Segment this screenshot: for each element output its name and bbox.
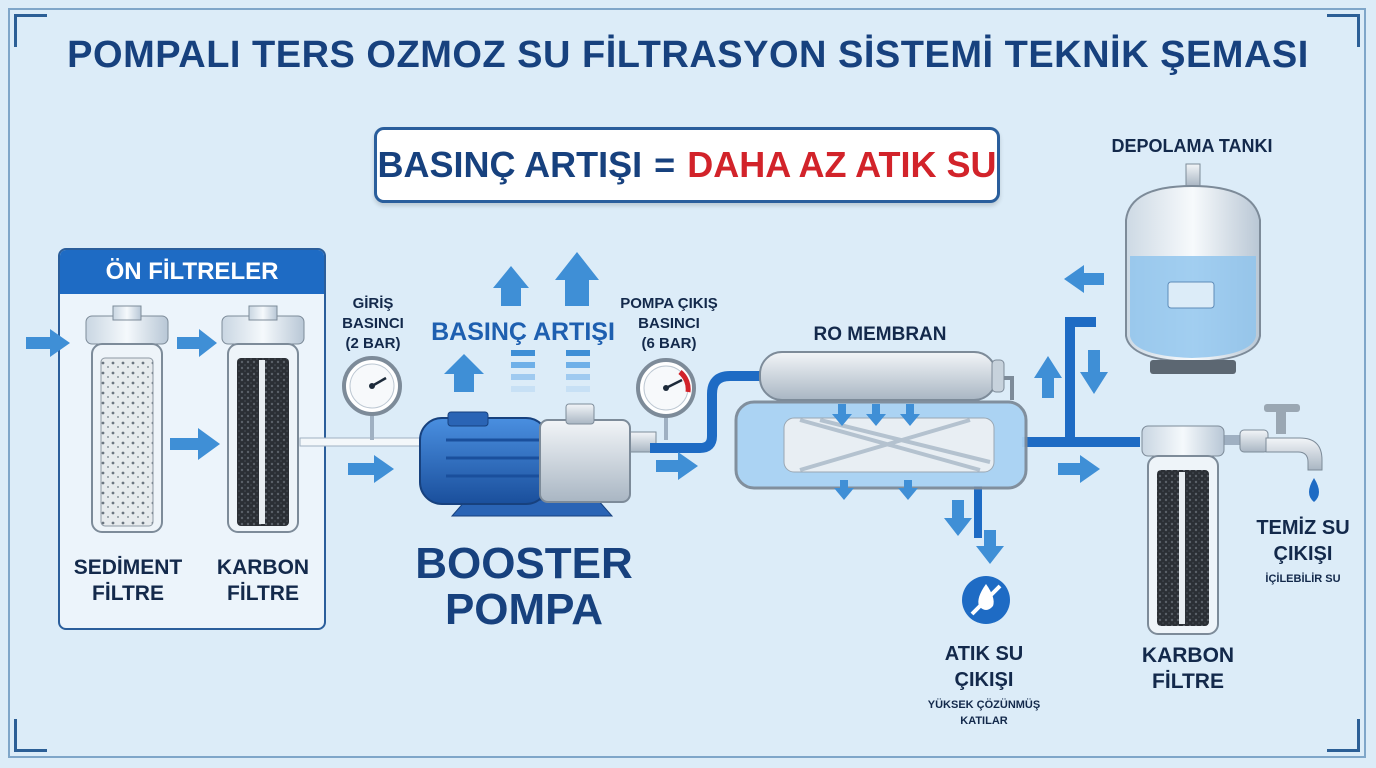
waste-label-2: ÇIKIŞI [955, 669, 1014, 691]
banner-equals: = [654, 144, 676, 185]
clean-water-label-1: TEMİZ SU [1256, 516, 1349, 539]
tank-flow-arrow [1034, 356, 1062, 398]
frame-corner [14, 719, 47, 752]
waste-label-1: ATIK SU [945, 643, 1024, 665]
ro-membrane [734, 351, 1028, 500]
diagram-frame [8, 8, 1366, 758]
inlet-gauge-label-3: (2 BAR) [346, 335, 401, 352]
frame-corner [1327, 719, 1360, 752]
post-carbon-label-2: FİLTRE [1152, 670, 1224, 693]
post-carbon-filter [1141, 425, 1225, 635]
clean-water-note: İÇİLEBİLİR SU [1265, 572, 1340, 585]
pressure-up-arrow [555, 252, 599, 306]
faucet [1239, 404, 1323, 502]
frame-corner [1327, 14, 1360, 47]
pump-inlet-arrow [348, 455, 394, 483]
storage-tank-label: DEPOLAMA TANKI [1112, 136, 1273, 156]
frame-corner [14, 14, 47, 47]
waste-water-icon [962, 576, 1010, 624]
outlet-gauge-label-2: BASINCI [638, 315, 700, 332]
post-carbon-label-1: KARBON [1142, 644, 1234, 667]
carbon-label-1: KARBON [217, 556, 309, 579]
pressure-up-arrow [444, 354, 484, 392]
tank-flow-arrow [1080, 350, 1108, 394]
post-filter-arrow [1058, 455, 1100, 483]
booster-pump-label-2: POMPA [445, 585, 603, 634]
pressure-banner: BASINÇ ARTIŞI = DAHA AZ ATIK SU [374, 127, 1000, 203]
outlet-gauge-label-1: POMPA ÇIKIŞ [620, 295, 718, 312]
waste-note-2: KATILAR [960, 715, 1008, 727]
storage-tank [1125, 163, 1261, 374]
booster-pump [419, 403, 631, 517]
sediment-label-2: FİLTRE [92, 582, 164, 605]
pressure-up-arrow [493, 266, 529, 306]
banner-pressure-text: BASINÇ ARTIŞI [377, 144, 643, 185]
waste-note-1: YÜKSEK ÇÖZÜNMÜŞ [928, 698, 1040, 711]
inlet-arrow [26, 329, 70, 357]
inlet-gauge-label-1: GİRİŞ [353, 295, 394, 312]
waste-arrow [976, 530, 1004, 564]
outlet-gauge-label-3: (6 BAR) [642, 335, 697, 352]
tank-flow-arrow [1064, 265, 1104, 293]
sediment-label-1: SEDİMENT [74, 556, 183, 579]
ro-membrane-label: RO MEMBRAN [814, 324, 947, 345]
carbon-filter [221, 305, 305, 533]
carbon-label-2: FİLTRE [227, 582, 299, 605]
inlet-gauge-label-2: BASINCI [342, 315, 404, 332]
inlet-pressure-gauge [342, 356, 402, 416]
pressure-bars [511, 350, 590, 392]
waste-arrow [944, 500, 972, 536]
banner-waste-text: DAHA AZ ATIK SU [687, 144, 997, 185]
pre-filters-header: ÖN FİLTRELER [60, 250, 324, 294]
diagram-title: POMPALI TERS OZMOZ SU FİLTRASYON SİSTEMİ… [67, 34, 1309, 76]
clean-water-label-2: ÇIKIŞI [1274, 543, 1333, 565]
booster-pump-label-1: BOOSTER [415, 539, 633, 588]
sediment-filter [85, 305, 169, 533]
pre-filter-arrow [170, 428, 220, 460]
pressure-increase-label: BASINÇ ARTIŞI [431, 318, 615, 346]
pre-filter-arrow [177, 329, 217, 357]
outlet-pressure-gauge [636, 358, 696, 418]
flow-arrows [26, 252, 1108, 564]
pump-outlet-arrow [656, 452, 698, 480]
